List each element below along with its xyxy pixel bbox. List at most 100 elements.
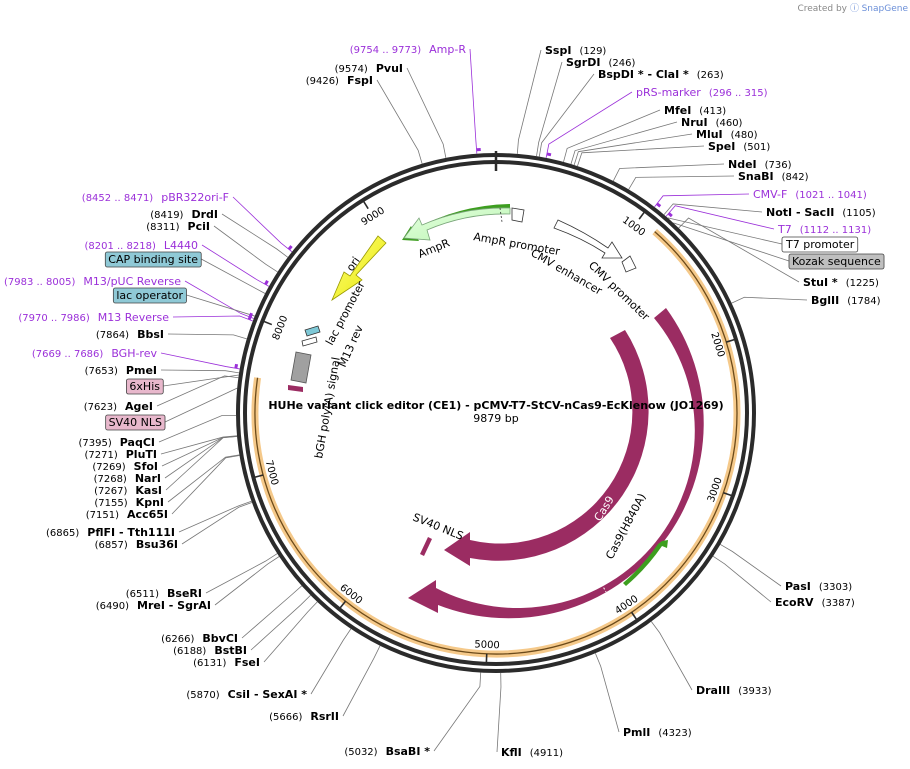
site-kasi[interactable]: KasI(7267) [94, 484, 162, 497]
site-bspdi-clai[interactable]: BspDI * - ClaI *(263) [598, 68, 724, 81]
site-bstbi[interactable]: BstBI(6188) [173, 644, 247, 657]
site-mlui[interactable]: MluI(480) [696, 128, 758, 141]
site-stui[interactable]: StuI *(1225) [803, 276, 879, 289]
feature-box [112, 287, 187, 304]
site-spei[interactable]: SpeI(501) [708, 140, 770, 153]
site-name: PaqCI [120, 436, 155, 449]
site-name: FseI [234, 656, 260, 669]
site-position: (5032) [344, 747, 377, 758]
site-pvui[interactable]: PvuI(9574) [335, 62, 403, 75]
site-nrui[interactable]: NruI(460) [681, 116, 743, 129]
site-bglii[interactable]: BglII(1784) [811, 294, 881, 307]
feature-box-t7-promoter[interactable]: T7 promoter [781, 236, 859, 253]
site-name: SgrDI [566, 56, 600, 69]
site-acc65i[interactable]: Acc65I(7151) [86, 508, 168, 521]
primer-bgh-rev[interactable]: BGH-rev(7669 .. 7686) [32, 347, 158, 360]
site-drdi[interactable]: DrdI(8419) [150, 208, 218, 221]
cas9-arrow [444, 330, 649, 566]
site-csii-sexai[interactable]: CsiI - SexAI *(5870) [186, 688, 307, 701]
primer-name: CMV-F [753, 188, 787, 201]
site-rsrii[interactable]: RsrII(5666) [269, 710, 339, 723]
site-kpni[interactable]: KpnI(7155) [94, 496, 164, 509]
site-snabi[interactable]: SnaBI(842) [738, 170, 809, 183]
site-position: (6857) [95, 540, 128, 551]
leader-lines [156, 48, 808, 753]
feature-box-kozak-sequence[interactable]: Kozak sequence [788, 253, 885, 270]
site-name: SspI [545, 44, 571, 57]
feature-box-label: 6xHis [129, 380, 160, 393]
site-sspi[interactable]: SspI(129) [545, 44, 606, 57]
primer-m13-puc-reverse[interactable]: M13/pUC Reverse(7983 .. 8005) [4, 275, 181, 288]
primer-name: Amp-R [429, 43, 466, 56]
leader-line [342, 645, 381, 717]
site-bsabi[interactable]: BsaBI * (5032) [344, 745, 430, 758]
site-pmli[interactable]: PmlI(4323) [623, 726, 692, 739]
orf-highlight-line [254, 231, 738, 655]
site-name: BsaBI * [386, 745, 431, 758]
site-bbsi[interactable]: BbsI(7864) [96, 328, 164, 341]
site-fspi[interactable]: FspI(9426) [306, 74, 373, 87]
site-bseri[interactable]: BseRI(6511) [126, 587, 202, 600]
site-sfoi[interactable]: SfoI(7269) [92, 460, 158, 473]
leader-line [663, 203, 763, 215]
site-pcii[interactable]: PciI(8311) [146, 220, 210, 233]
site-bbvci[interactable]: BbvCI(6266) [161, 632, 238, 645]
site-paqci[interactable]: PaqCI(7395) [79, 436, 156, 449]
site-name: PmlI [623, 726, 650, 739]
lac-promoter-arrow [304, 325, 321, 337]
leader-line [161, 435, 238, 467]
restriction-site-labels: SspI(129)SgrDI(246)BspDI * - ClaI *(263)… [46, 44, 881, 759]
site-sgrdi[interactable]: SgrDI(246) [566, 56, 635, 69]
leader-line [160, 369, 240, 374]
site-name: NruI [681, 116, 708, 129]
primer-m13-reverse[interactable]: M13 Reverse(7970 .. 7986) [18, 311, 169, 324]
site-name: BglII [811, 294, 839, 307]
site-position: (1225) [846, 278, 879, 289]
site-pasi[interactable]: PasI(3303) [785, 580, 852, 593]
site-ecorv[interactable]: EcoRV(3387) [775, 596, 855, 609]
inner-green-arrow [623, 540, 668, 586]
site-position: (5666) [269, 712, 302, 723]
feature-box [105, 414, 166, 431]
leader-line [221, 213, 289, 258]
primer-amp-r[interactable]: Amp-R(9754 .. 9773) [350, 43, 467, 56]
primer-cmv-f[interactable]: CMV-F(1021 .. 1041) [753, 188, 867, 201]
site-pmei[interactable]: PmeI(7653) [85, 364, 157, 377]
site-mfei[interactable]: MfeI(413) [664, 104, 726, 117]
leader-line [731, 296, 808, 304]
site-nari[interactable]: NarI(7268) [94, 472, 161, 485]
feature-box-cap-binding-site[interactable]: CAP binding site [104, 251, 202, 268]
leader-line [406, 67, 447, 158]
tick-label: 9000 [360, 205, 387, 228]
site-name: FspI [347, 74, 373, 87]
feature-box-6xhis[interactable]: 6xHis [126, 378, 164, 395]
site-position: (842) [782, 172, 809, 183]
leader-line [213, 225, 278, 273]
site-draiii[interactable]: DraIII(3933) [696, 684, 772, 697]
feature-box-sv40-nls[interactable]: SV40 NLS [105, 414, 166, 431]
primer-mark [287, 245, 293, 251]
primer-prs-marker[interactable]: pRS-marker(296 .. 315) [636, 86, 768, 99]
site-bsu36i[interactable]: Bsu36I(6857) [95, 538, 178, 551]
leader-line [241, 585, 303, 639]
site-fsei[interactable]: FseI(6131) [193, 656, 260, 669]
site-mrei-sgrai[interactable]: MreI - SgrAI(6490) [96, 599, 211, 612]
feature-box-lac-operator[interactable]: lac operator [112, 287, 187, 304]
site-position: (480) [731, 130, 758, 141]
primer-t7[interactable]: T7(1112 .. 1131) [777, 223, 871, 236]
site-kfli[interactable]: KflI(4911) [501, 746, 563, 759]
site-ndei[interactable]: NdeI(736) [728, 158, 792, 171]
site-pflfi-tth111i[interactable]: PflFI - Tth111I(6865) [46, 526, 175, 539]
credit-prefix: Created by [797, 4, 847, 14]
primer-marks [234, 147, 673, 369]
credit-brand: SnapGene [862, 4, 909, 14]
leader-line [205, 553, 278, 594]
site-pluti[interactable]: PluTI(7271) [84, 448, 157, 461]
primer-pbr322ori-f[interactable]: pBR322ori-F(8452 .. 8471) [82, 191, 229, 204]
site-agei[interactable]: AgeI(7623) [84, 400, 153, 413]
primer-l4440[interactable]: L4440(8201 .. 8218) [84, 239, 198, 252]
site-position: (7267) [94, 486, 127, 497]
site-noti-sacii[interactable]: NotI - SacII(1105) [766, 206, 876, 219]
